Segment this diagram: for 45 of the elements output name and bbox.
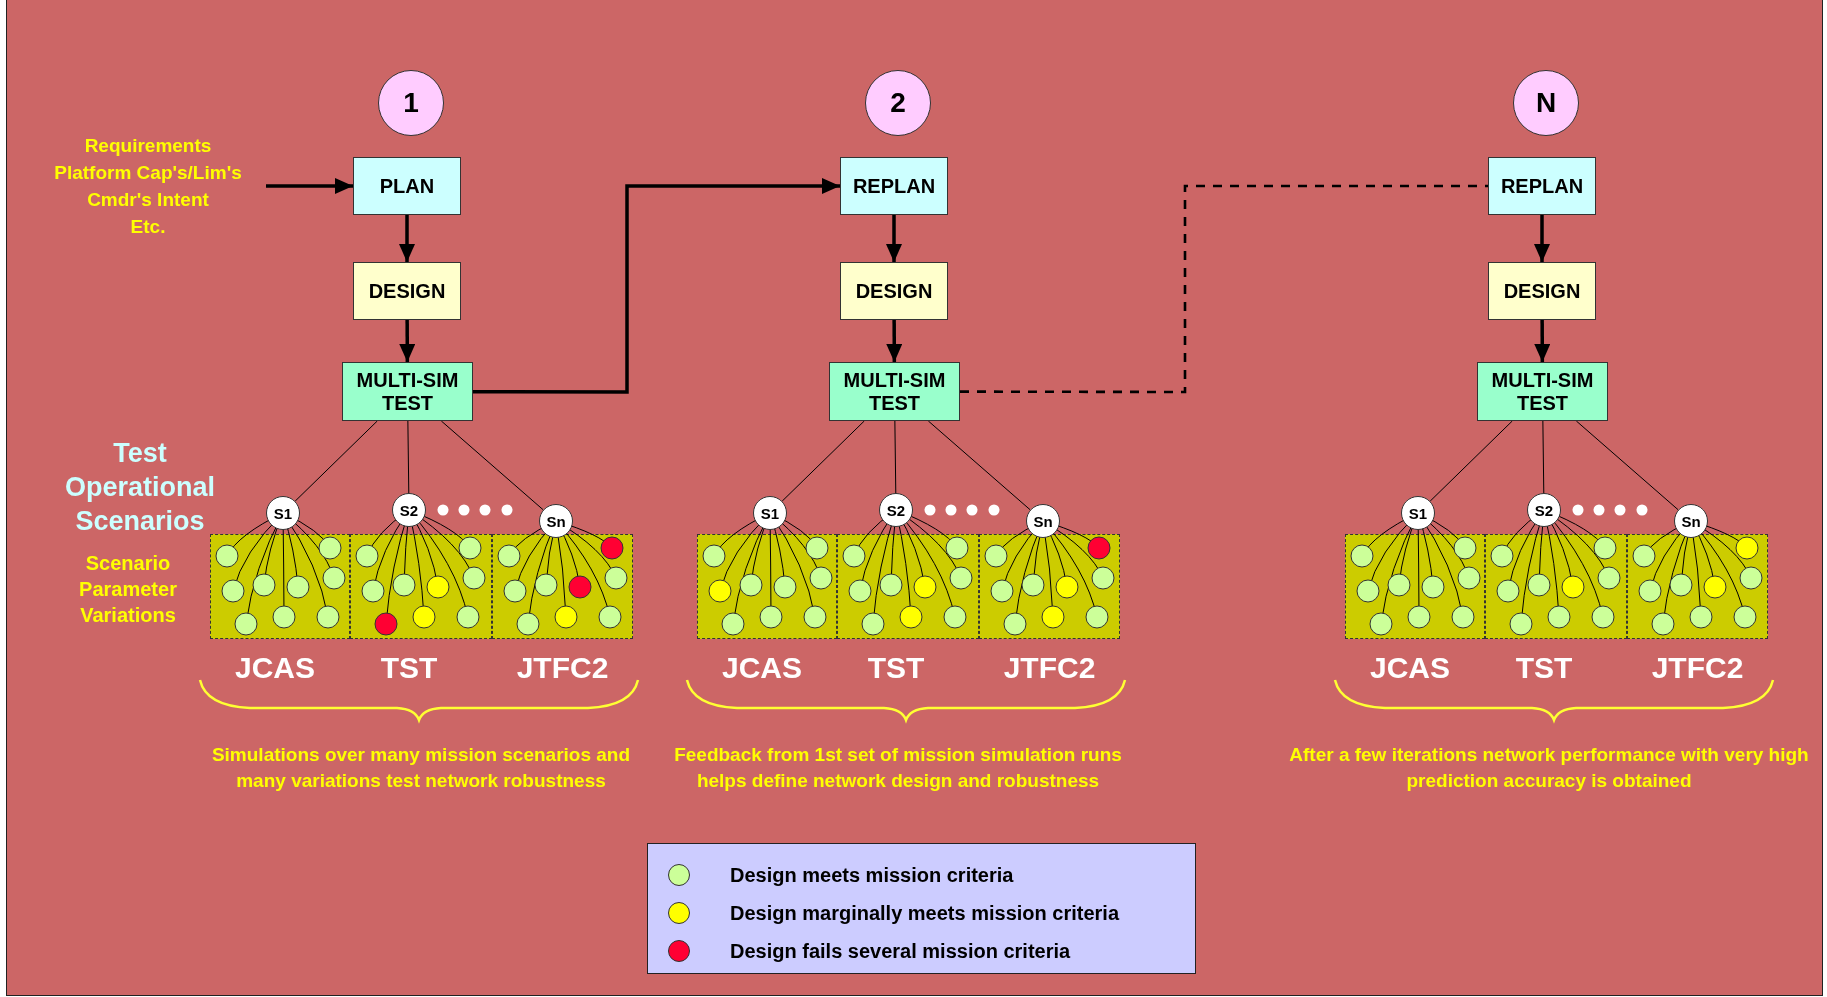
scenario-name: JTFC2 xyxy=(515,651,610,685)
scenario-name: TST xyxy=(866,651,926,685)
connector-line xyxy=(440,420,544,511)
arrow xyxy=(473,178,840,394)
arrow xyxy=(266,178,353,194)
legend-text: Design fails several mission criteria xyxy=(730,939,1071,963)
connector-line xyxy=(894,420,897,494)
label-text: Test Operational Scenarios xyxy=(64,437,216,538)
requirements-text: Requirements Platform Cap's/Lim's Cmdr's Intent Etc. xyxy=(30,128,266,244)
caption-text: Feedback from 1st set of mission simulation runs helps define network design and robustness xyxy=(673,743,1123,793)
connector-line xyxy=(1429,420,1513,502)
arrow xyxy=(1534,320,1551,362)
arrow xyxy=(399,320,416,362)
arrow xyxy=(886,320,903,362)
process-box: MULTI-SIM TEST xyxy=(829,362,960,421)
label-text: Scenario Parameter Variations xyxy=(78,551,178,628)
scenario-name: JTFC2 xyxy=(1650,651,1745,685)
legend-text: Design meets mission criteria xyxy=(730,863,1014,887)
dashed-connector xyxy=(960,184,1488,394)
connector-line xyxy=(294,420,378,502)
connector-line xyxy=(407,420,410,494)
process-box: MULTI-SIM TEST xyxy=(1477,362,1608,421)
scenario-name: JCAS xyxy=(721,651,803,685)
connector-line xyxy=(927,420,1031,511)
process-box: DESIGN xyxy=(353,262,461,320)
scenario-name: TST xyxy=(1514,651,1574,685)
connector-line xyxy=(1542,420,1545,494)
caption-text: Simulations over many mission scenarios and many variations test network robustness xyxy=(210,743,632,793)
process-box: DESIGN xyxy=(1488,262,1596,320)
scenario-name: TST xyxy=(379,651,439,685)
process-box: REPLAN xyxy=(840,157,948,215)
legend-text: Design marginally meets mission criteria xyxy=(730,901,1120,925)
connector-line xyxy=(1575,420,1679,511)
process-box: PLAN xyxy=(353,157,461,215)
scenario-name: JCAS xyxy=(234,651,316,685)
arrow xyxy=(399,215,415,262)
arrow xyxy=(1534,215,1550,262)
scenario-name: JCAS xyxy=(1369,651,1451,685)
caption-text: After a few iterations network performance with very high prediction accuracy is obtained xyxy=(1288,743,1810,793)
process-box: REPLAN xyxy=(1488,157,1596,215)
arrow xyxy=(886,215,902,262)
process-box: MULTI-SIM TEST xyxy=(342,362,473,421)
process-box: DESIGN xyxy=(840,262,948,320)
scenario-name: JTFC2 xyxy=(1002,651,1097,685)
connector-line xyxy=(781,420,865,502)
